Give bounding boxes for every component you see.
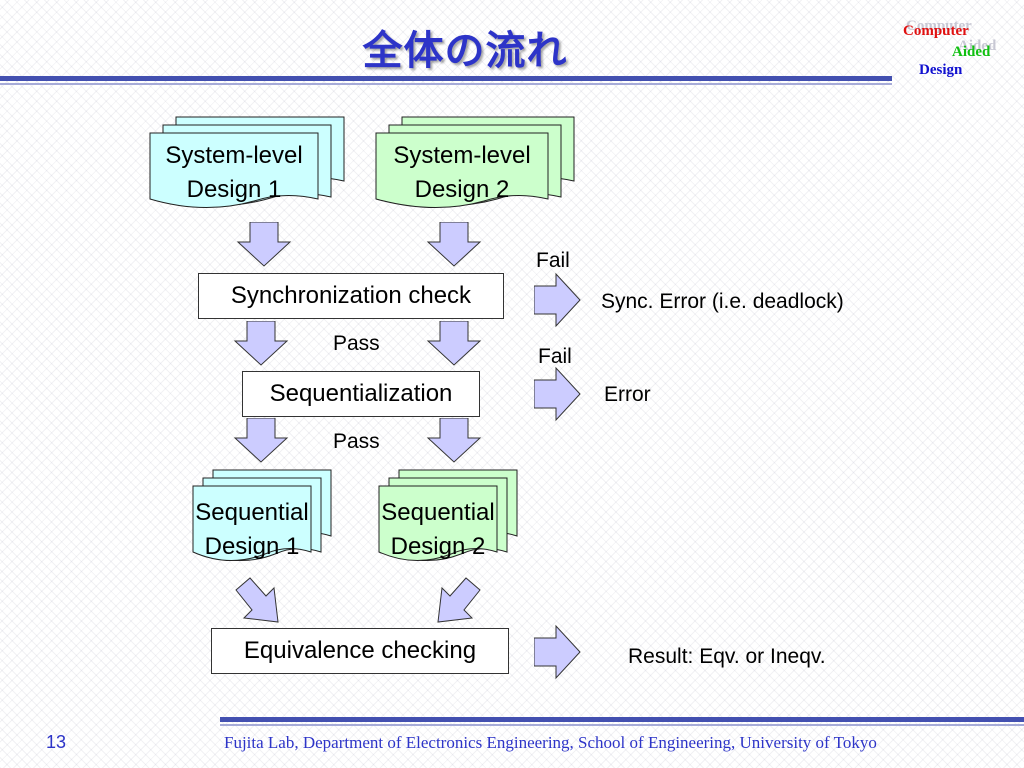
system-level-design-2: System-level Design 2 <box>375 116 576 217</box>
footer-rule <box>220 717 1024 722</box>
doc-label-line1: Sequential <box>195 499 309 526</box>
multi-document-shape <box>378 469 518 562</box>
multi-document-shape <box>149 116 345 209</box>
synchronization-check-box: Synchronization check <box>198 273 504 319</box>
down-arrow-icon <box>426 418 482 463</box>
multi-document-shape <box>375 116 575 209</box>
header-rule <box>0 76 892 81</box>
sequentialization-error-result: Error <box>604 383 651 406</box>
sequentialization-box: Sequentialization <box>242 371 480 417</box>
logo-shadow-2: Aided <box>958 38 997 54</box>
footer-rule-thin <box>220 724 1024 726</box>
doc-label-line2: Design 2 <box>414 176 510 203</box>
diagonal-down-left-arrow-icon <box>437 577 481 623</box>
page-number: 13 <box>46 732 67 752</box>
diagonal-down-right-arrow-icon <box>235 577 279 623</box>
down-arrow-icon <box>233 418 289 463</box>
doc-label-line1: Sequential <box>381 499 495 526</box>
doc-label-line2: Design 1 <box>204 533 300 560</box>
system-level-design-1: System-level Design 1 <box>149 116 346 217</box>
sequential-design-1: Sequential Design 1 <box>192 469 333 572</box>
footer-affiliation: Fujita Lab, Department of Electronics En… <box>224 733 877 752</box>
equivalence-result: Result: Eqv. or Ineqv. <box>628 645 826 668</box>
right-arrow-icon <box>534 624 581 680</box>
header-rule-thin <box>0 83 892 85</box>
down-arrow-icon <box>236 222 292 267</box>
sync-error-result: Sync. Error (i.e. deadlock) <box>601 290 844 313</box>
logo-computer: Computer <box>903 23 969 39</box>
slide-title: 全体の流れ <box>362 28 568 74</box>
fail-label-1: Fail <box>536 249 570 272</box>
right-arrow-icon <box>534 366 581 422</box>
multi-document-shape <box>192 469 332 562</box>
fail-label-2: Fail <box>538 345 572 368</box>
logo-aided: Aided <box>952 44 991 60</box>
logo-shadow-1: Computer <box>906 18 972 34</box>
doc-label-line2: Design 1 <box>186 176 282 203</box>
logo-design: Design <box>919 62 963 78</box>
down-arrow-icon <box>426 222 482 267</box>
down-arrow-icon <box>426 321 482 366</box>
pass-label-2: Pass <box>333 430 380 453</box>
pass-label-1: Pass <box>333 332 380 355</box>
equivalence-checking-box: Equivalence checking <box>211 628 509 674</box>
sequential-design-2: Sequential Design 2 <box>378 469 519 572</box>
doc-label-line1: System-level <box>393 142 531 169</box>
down-arrow-icon <box>233 321 289 366</box>
doc-label-line2: Design 2 <box>390 533 486 560</box>
right-arrow-icon <box>534 272 581 328</box>
doc-label-line1: System-level <box>165 142 303 169</box>
